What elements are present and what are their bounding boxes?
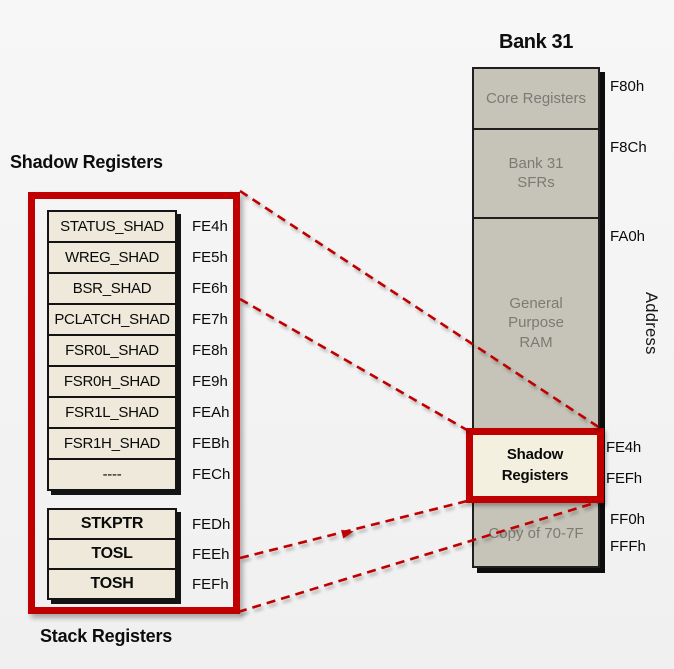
address-label: FFFh — [610, 537, 646, 555]
register-address: FEAh — [192, 404, 230, 421]
table-row: STKPTR FEDh — [47, 508, 287, 540]
table-row: FSR1H_SHAD FEBh — [47, 427, 287, 460]
register-cell: WREG_SHAD — [47, 241, 177, 274]
section-label: Shadow Registers — [501, 446, 569, 484]
register-address: FE9h — [192, 373, 228, 390]
table-row: STATUS_SHAD FE4h — [47, 210, 287, 243]
table-row: FSR1L_SHAD FEAh — [47, 396, 287, 429]
register-cell: TOSH — [47, 568, 177, 600]
address-label: FF0h — [610, 510, 646, 528]
register-cell: FSR1L_SHAD — [47, 396, 177, 429]
section-label: Copy of 70-7F — [488, 525, 584, 543]
register-cell: ---- — [47, 458, 177, 491]
register-address: FE8h — [192, 342, 228, 359]
register-address: FEDh — [192, 515, 231, 533]
stack-registers-heading: Stack Registers — [40, 626, 173, 646]
table-row: TOSH FEFh — [47, 568, 287, 600]
register-address: FECh — [192, 466, 231, 483]
register-address: FE7h — [192, 311, 228, 328]
register-cell: FSR0L_SHAD — [47, 334, 177, 367]
table-row: TOSL FEEh — [47, 538, 287, 570]
table-row: WREG_SHAD FE5h — [47, 241, 287, 274]
section-label: General Purpose RAM — [508, 294, 564, 351]
table-row: FSR0L_SHAD FE8h — [47, 334, 287, 367]
register-cell: TOSL — [47, 538, 177, 570]
register-cell: FSR0H_SHAD — [47, 365, 177, 398]
section-general-purpose-ram: General Purpose RAM FA0h — [474, 219, 645, 427]
stack-register-list: STKPTR FEDh TOSL FEEh TOSH FEFh — [47, 508, 287, 600]
register-cell: BSR_SHAD — [47, 272, 177, 305]
shadow-register-list: STATUS_SHAD FE4h WREG_SHAD FE5h BSR_SHAD… — [47, 210, 287, 491]
address-axis-label: Address — [642, 292, 660, 355]
address-label: FA0h — [610, 227, 646, 245]
shadow-registers-callout-box — [28, 192, 240, 614]
register-address: FE5h — [192, 249, 228, 266]
section-bank31-sfrs: Bank 31 SFRs F8Ch — [474, 130, 647, 219]
address-label: F8Ch — [610, 138, 647, 156]
section-label: Bank 31 SFRs — [508, 154, 564, 192]
table-row: BSR_SHAD FE6h — [47, 272, 287, 305]
table-row: PCLATCH_SHAD FE7h — [47, 303, 287, 336]
register-cell: FSR1H_SHAD — [47, 427, 177, 460]
register-cell: STKPTR — [47, 508, 177, 540]
register-address: FEEh — [192, 545, 230, 563]
register-address: FE4h — [192, 218, 228, 235]
address-label: FE4h — [606, 439, 642, 456]
section-copy-of-70-7f: Copy of 70-7F FF0h FFFh — [474, 502, 645, 566]
section-label: Core Registers — [485, 89, 587, 107]
table-row: FSR0H_SHAD FE9h — [47, 365, 287, 398]
shadow-registers-heading: Shadow Registers — [10, 152, 163, 172]
register-address: FEFh — [192, 575, 229, 593]
register-cell: STATUS_SHAD — [47, 210, 177, 243]
register-address: FE6h — [192, 280, 228, 297]
register-address: FEBh — [192, 435, 230, 452]
table-row: ---- FECh — [47, 458, 287, 491]
section-core-registers: Core Registers F80h — [474, 69, 644, 130]
address-label: F80h — [610, 78, 645, 95]
callout-arrowhead-icon — [341, 529, 354, 539]
address-label: FEFh — [606, 469, 642, 487]
shadow-registers-highlight-box: Shadow Registers FE4h FEFh — [466, 428, 642, 503]
register-cell: PCLATCH_SHAD — [47, 303, 177, 336]
bank31-title: Bank 31 — [499, 31, 573, 53]
